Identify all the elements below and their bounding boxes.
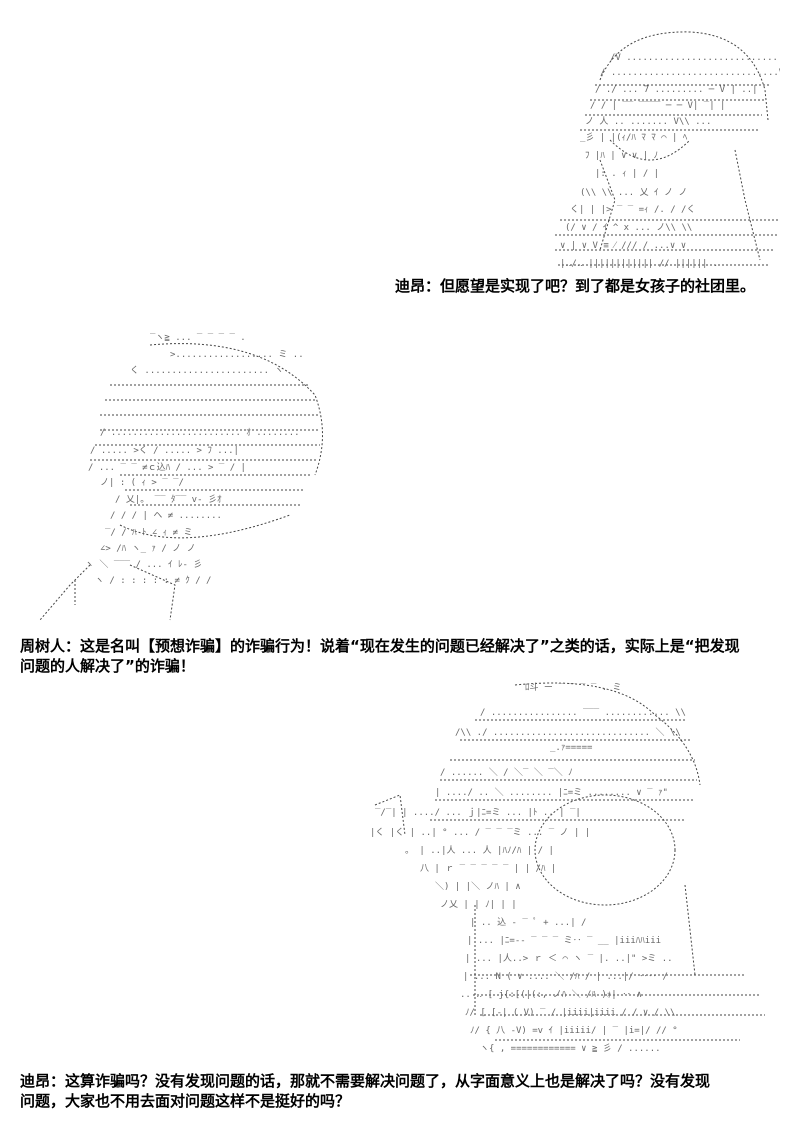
svg-text:‾/ / ﾊ ﾄ ∠ ｨ ≠ ミ: ‾/ / ﾊ ﾄ ∠ ｨ ≠ ミ bbox=[105, 528, 193, 538]
dialogue-line: 迪昂：这算诈骗吗？没有发现问题的话，那就不需要解决问题了，从字面意义上也是解决了… bbox=[20, 1072, 711, 1090]
svg-text:/ / | ‾‾ ‾‾‾‾ ─ ─ V| ‾| |: / / | ‾‾ ‾‾‾‾ ─ ─ V| ‾| | bbox=[590, 101, 725, 111]
svg-text:ノ 人 .. ....... V\\ ...: ノ 人 .. ....... V\\ ... bbox=[585, 116, 711, 127]
svg-text:>.................. ミ ..: >.................. ミ .. bbox=[170, 350, 304, 360]
svg-text:/ ...... ＼ / ＼‾ ＼ ‾＼ ﾉ: / ...... ＼ / ＼‾ ＼ ‾＼ ﾉ bbox=[440, 767, 573, 778]
ascii-art-character-middle: ‾ヽ≧ ... ‾ ‾ ‾ ‾ . >.................. ミ … bbox=[30, 325, 330, 625]
svg-text:＼) | |＼ ノﾊ | ∧: ＼) | |＼ ノﾊ | ∧ bbox=[435, 881, 521, 892]
svg-text:ﾌ |ﾊ | ∨ ∨ | ﾉ: ﾌ |ﾊ | ∨ ∨ | ﾉ bbox=[585, 151, 658, 161]
svg-text:ﾉ/ [ [-| ( V) ‾ / |iiii|ii: ﾉ/ [ [-| ( V) ‾ / |iiii|iiii / / ∨ / \\ bbox=[465, 1008, 675, 1018]
svg-text:ヽ ＼ ‾‾‾ / ... ｲ ﾚ‐ 彡: ヽ ＼ ‾‾‾ / ... ｲ ﾚ‐ 彡 bbox=[85, 559, 202, 570]
ascii-art-girl-top: /V .............................. / / ..… bbox=[540, 20, 780, 275]
svg-text:。 | ..|人 ... 人 |ﾊﾉ/ﾊ |: 。 | ..|人 ... 人 |ﾊﾉ/ﾊ | / | bbox=[405, 845, 554, 856]
svg-text:/ ..... >く / ..... > ﾌ ...|: / ..... >く / ..... > ﾌ ...| bbox=[90, 446, 239, 456]
svg-text:く ....................... ヽ: く ....................... ヽ bbox=[130, 366, 283, 376]
svg-text:| ..../ .. ＼ ........ |ﾆ=ミ ..: | ..../ .. ＼ ........ |ﾆ=ミ ........ ∨ ‾ … bbox=[435, 787, 668, 798]
svg-text:/\\ ./ .......................: /\\ ./ ............................. ＼ \… bbox=[455, 727, 681, 738]
svg-text:.. ‥ [ j{:[(|(:, ノﾊ ＼ /ﾊ: .. ‥ [ j{:[(|(:, ノﾊ ＼ /ﾊ )ｫ| ‥ ∧ bbox=[460, 989, 642, 1000]
svg-text:/ 乂|。 ‾‾ ﾀ‾‾ v- 彡ｵ: / 乂|。 ‾‾ ﾀ‾‾ v- 彡ｵ bbox=[115, 494, 222, 505]
ascii-art-girl-bottom: ﾛ斗 ー ‾ ‾ ‾ ‾ . ミ / ................ ‾‾‾ … bbox=[355, 675, 775, 1065]
svg-text:ノ乂 | | ﾉ| |: ノ乂 | | ﾉ| | | bbox=[440, 900, 517, 910]
svg-text:(\\ \\ ... 乂 ｲ ノ ノ: (\\ \\ ... 乂 ｲ ノ ノ bbox=[580, 188, 687, 198]
svg-text:| .. 込 ‐ ‾ ﾟ + ...: | .. 込 ‐ ‾ ﾟ + ...| / bbox=[470, 917, 586, 928]
svg-text:く| | |> ‾ ‾ =ｨ /. / /く: く| | |> ‾ ‾ =ｨ /. / /く bbox=[570, 205, 695, 215]
svg-text:ヽ / : : : : : ≠ ｸ / /: ヽ / : : : : : ≠ ｸ / / bbox=[95, 575, 211, 586]
svg-text:‾ヽ≧ ... ‾ ‾ ‾ ‾ .: ‾ヽ≧ ... ‾ ‾ ‾ ‾ . bbox=[150, 333, 246, 343]
svg-text:ﾛ斗 ー ‾ ‾ ‾ ‾ . ミ: ﾛ斗 ー ‾ ‾ ‾ ‾ . ミ bbox=[525, 682, 622, 693]
dialogue-line: 问题，大家也不用去面对问题这样不是挺好的吗？ bbox=[20, 1092, 351, 1110]
svg-text:|く |く | ..| ° ... / ‾ ‾ ‾ミ: |く |く | ..| ° ... / ‾ ‾ ‾ミ ... ‾ ノ | | bbox=[370, 828, 590, 838]
svg-text:_彡 | |(ｨ/ﾊ ﾏ ﾏ ⌒ | ﾍ: _彡 | |(ｨ/ﾊ ﾏ ﾏ ⌒ | ﾍ bbox=[580, 132, 688, 143]
svg-text:/ ............................: / ...............................V | bbox=[600, 68, 780, 78]
svg-text:‾/‾| | ..../ ... ｊ|ﾆ=ミ ...: ‾/‾| | ..../ ... ｊ|ﾆ=ミ ... |ﾄ .. | ‾| bbox=[375, 807, 581, 818]
svg-text:_.ｧ=====: _.ｧ===== bbox=[550, 743, 593, 753]
svg-text:| ... |ﾆ=-‐ ‾ ‾ ‾ ミ‥ ‾ __ |i: | ... |ﾆ=-‐ ‾ ‾ ‾ ミ‥ ‾ __ |iiiﾊﾊiii bbox=[467, 936, 661, 946]
svg-text:| ... N ( ∨ .... ＼ /ﾊ / | ..: | ... N ( ∨ .... ＼ /ﾊ / | ...|/ ‥‥ / bbox=[463, 971, 668, 982]
svg-text:八 | ｒ ‾ ‾ ‾ ‾ ‾ | | /ﾊ |: 八 | ｒ ‾ ‾ ‾ ‾ ‾ | | /ﾊ | bbox=[420, 864, 556, 874]
svg-text:/ / / | ヘ ≠ ........: / / / | ヘ ≠ ........ bbox=[110, 511, 222, 521]
svg-text:(/ ∨ / ｲ ^ x ... ノ\\ \\: (/ ∨ / ｲ ^ x ... ノ\\ \\ bbox=[565, 223, 692, 233]
dialogue-line: 问题的人解决了”的诈骗！ bbox=[20, 657, 195, 675]
svg-text:/ ... ‾ ‾ ≠ｃ込ﾊ / ... > ‾ / |: / ... ‾ ‾ ≠ｃ込ﾊ / ... > ‾ / | bbox=[88, 462, 246, 473]
svg-text:|‥/‥ |||||||||||| // |||||| .: |‥/‥ |||||||||||| // |||||| . bbox=[560, 259, 718, 269]
svg-text:/ ........................ ｵ .: / ........................ ｵ ........ bbox=[100, 427, 300, 438]
svg-text:ノ| : ( ｨ > ‾ ‾/: ノ| : ( ｨ > ‾ ‾/ bbox=[100, 478, 184, 488]
svg-text:∨ | ∨ V ≡ ⁄ /// / ...∨ ∨: ∨ | ∨ V ≡ ⁄ /// / ...∨ ∨ bbox=[560, 241, 686, 251]
svg-text:| ... |人..> ｒ ＜ ⌒ ヽ ‾ |. ..|": | ... |人..> ｒ ＜ ⌒ ヽ ‾ |. ..|" >ミ .. bbox=[465, 953, 673, 964]
svg-text:/ ................ ‾‾‾ .......: / ................ ‾‾‾ ............ \\ bbox=[480, 708, 686, 718]
svg-text:∠> /ﾊ ヽ_ ｧ / ノ ノ: ∠> /ﾊ ヽ_ ｧ / ノ ノ bbox=[100, 544, 196, 554]
svg-text:/V ...........................: /V .............................. / bbox=[610, 53, 780, 63]
dialogue-line: 周树人：这是名叫【预想诈骗】的诈骗行为！说着“现在发生的问题已经解决了”之类的话… bbox=[20, 637, 740, 655]
svg-text:ﾉ/ { 八 -V) =v ｲ |iiiii/ |: ﾉ/ { 八 -V) =v ｲ |iiiii/ | ‾ |i=|/ // ° bbox=[470, 1026, 678, 1036]
dialogue-line: 迪昂：但愿望是实现了吧？到了都是女孩子的社团里。 bbox=[395, 277, 756, 295]
svg-text:/ ./ ... 7 ......... ─ V | ..: / ./ ... 7 ......... ─ V | ..| bbox=[595, 85, 758, 95]
svg-text:|: . ｨ | / |: |: . ｨ | / | bbox=[595, 169, 659, 179]
svg-text:ヽ{ , ============ ∨ ≧ 彡 /: ヽ{ , ============ ∨ ≧ 彡 / ...... bbox=[480, 1043, 661, 1054]
